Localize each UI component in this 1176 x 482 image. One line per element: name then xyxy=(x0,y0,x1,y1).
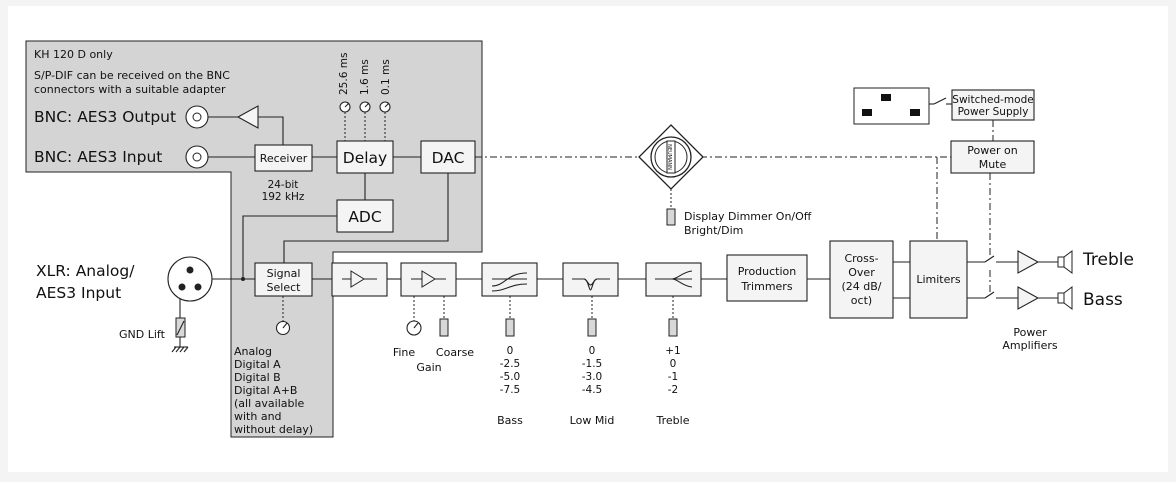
low-mid-switch[interactable] xyxy=(587,318,597,337)
signal-option-digital-ab: Digital A+B xyxy=(234,384,297,397)
tweeter-icon xyxy=(1057,250,1073,274)
receiver-spec-2: 192 kHz xyxy=(262,191,305,203)
delay-option-2: 1.6 ms xyxy=(359,59,371,95)
dac-block xyxy=(420,140,476,174)
delay-selector-knobs[interactable] xyxy=(339,101,391,113)
signal-select-label-1: Signal xyxy=(267,267,301,280)
production-label-1: Production xyxy=(738,265,797,278)
bass-amplifier xyxy=(1017,286,1040,310)
smps-label-2: Power Supply xyxy=(958,106,1029,118)
production-trimmers-block xyxy=(726,254,808,302)
treble-eq-label: Treble xyxy=(656,414,690,427)
treble-output-label: Treble xyxy=(1082,250,1134,270)
bass-value-2: -2.5 xyxy=(500,358,521,370)
delay-option-3: 0.1 ms xyxy=(380,59,392,95)
dac-label: DAC xyxy=(432,149,465,167)
coarse-gain-switch[interactable] xyxy=(439,318,449,337)
dimmer-label-1: Display Dimmer On/Off xyxy=(684,210,812,223)
ground-symbol-icon xyxy=(171,346,189,353)
receiver-block xyxy=(254,144,313,172)
amplifier-icon xyxy=(411,270,446,288)
bnc-input-label: BNC: AES3 Input xyxy=(34,148,162,166)
low-mid-value-4: -4.5 xyxy=(582,384,603,396)
limiters-label: Limiters xyxy=(916,273,961,286)
low-mid-value-2: -1.5 xyxy=(582,358,603,370)
bnc-output-label: BNC: AES3 Output xyxy=(34,108,176,126)
limiters-block xyxy=(909,240,968,319)
xlr-connector xyxy=(167,256,213,302)
low-shelf-filter-icon xyxy=(491,272,528,292)
crossover-block xyxy=(829,240,894,319)
dimmer-label-2: Bright/Dim xyxy=(684,224,743,237)
xlr-label-line2: AES3 Input xyxy=(36,284,121,302)
bass-value-3: -5.0 xyxy=(500,371,521,383)
model-note: KH 120 D only xyxy=(34,48,113,61)
treble-amplifier xyxy=(1017,250,1040,274)
fine-gain-knob[interactable] xyxy=(406,320,422,336)
high-shelf-filter-icon xyxy=(655,270,693,288)
signal-option-digital-a: Digital A xyxy=(234,358,281,371)
treble-value-3: -1 xyxy=(668,371,678,383)
low-mid-eq-label: Low Mid xyxy=(570,414,615,427)
delay-label: Delay xyxy=(343,149,387,167)
receiver-spec-1: 24-bit xyxy=(268,179,299,191)
amplifiers-label-2: Amplifiers xyxy=(1002,339,1058,352)
crossover-label-3: (24 dB/ xyxy=(841,280,881,293)
woofer-icon xyxy=(1057,286,1073,310)
crossover-label-2: Over xyxy=(848,266,875,279)
signal-option-digital-b: Digital B xyxy=(234,371,281,384)
signal-select-knob[interactable] xyxy=(275,320,291,336)
low-mid-value-1: 0 xyxy=(589,345,596,357)
bass-value-4: -7.5 xyxy=(500,384,521,396)
signal-select-label-2: Select xyxy=(267,281,302,294)
gnd-lift-label: GND Lift xyxy=(119,328,166,341)
notch-filter-icon xyxy=(572,278,610,291)
bass-output-label: Bass xyxy=(1083,290,1123,310)
bass-value-1: 0 xyxy=(507,345,514,357)
low-mid-value-3: -3.0 xyxy=(582,371,603,383)
display-dimmer-switch[interactable] xyxy=(666,208,676,226)
svg-text:NEUMANN: NEUMANN xyxy=(666,144,672,170)
signal-note-1: (all available xyxy=(234,397,305,410)
smps-block xyxy=(951,89,1035,121)
smps-label-1: Switched-mode xyxy=(952,94,1033,106)
coarse-gain-label: Coarse xyxy=(436,346,474,359)
gain-label: Gain xyxy=(416,361,441,374)
neumann-logo-icon: NEUMANN xyxy=(638,124,704,190)
power-mute-label-1: Power on xyxy=(967,144,1017,157)
amplifiers-label-1: Power xyxy=(1013,326,1047,339)
treble-value-4: -2 xyxy=(668,384,678,396)
signal-note-2: with and xyxy=(234,410,282,423)
adc-block xyxy=(336,199,394,233)
treble-switch[interactable] xyxy=(668,318,678,337)
signal-note-3: without delay) xyxy=(234,423,313,436)
bass-switch[interactable] xyxy=(505,318,515,337)
delay-option-1: 25.6 ms xyxy=(338,53,350,95)
xlr-label-line1: XLR: Analog/ xyxy=(36,262,135,280)
power-mute-label-2: Mute xyxy=(979,158,1007,171)
crossover-label-1: Cross- xyxy=(844,252,878,265)
receiver-label: Receiver xyxy=(260,152,308,165)
production-label-2: Trimmers xyxy=(740,280,792,293)
crossover-label-4: oct) xyxy=(851,294,872,307)
power-mute-block xyxy=(950,140,1035,174)
fine-gain-label: Fine xyxy=(393,346,416,359)
mains-socket-icon xyxy=(853,87,930,125)
amplifier-icon xyxy=(342,270,377,288)
treble-value-2: 0 xyxy=(670,358,677,370)
spdif-note-line1: S/P-DIF can be received on the BNC xyxy=(34,69,230,82)
spdif-note-line2: connectors with a suitable adapter xyxy=(34,83,226,96)
bass-eq-label: Bass xyxy=(497,414,523,427)
digital-panel xyxy=(25,40,483,438)
signal-option-analog: Analog xyxy=(234,345,272,358)
treble-value-1: +1 xyxy=(665,345,680,357)
adc-label: ADC xyxy=(348,208,381,226)
